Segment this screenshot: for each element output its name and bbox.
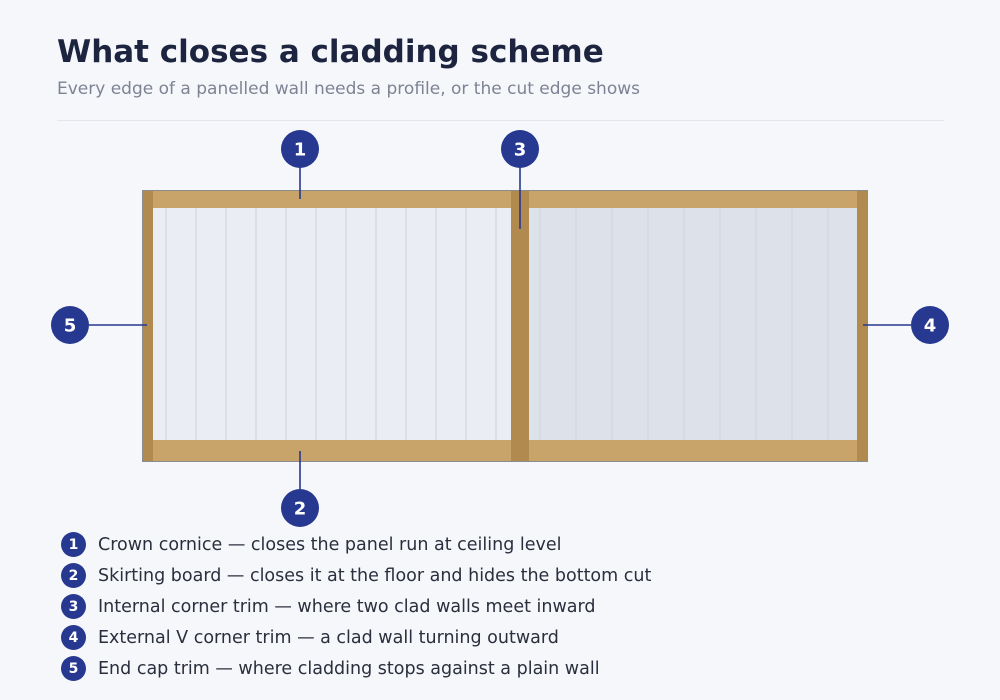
callout-badge-1: 1: [281, 130, 319, 168]
wall-panel-right: [529, 207, 857, 440]
legend-text: Crown cornice — closes the panel run at …: [98, 534, 562, 555]
legend-text: Skirting board — closes it at the floor …: [98, 565, 652, 586]
legend-item: 5 End cap trim — where cladding stops ag…: [61, 653, 651, 684]
callout-badge-4: 4: [911, 306, 949, 344]
crown-cornice: [142, 190, 868, 208]
callout-number-4: 4: [924, 316, 937, 337]
end-cap-trim: [142, 190, 153, 462]
wall-outline: [142, 190, 868, 462]
callout-number-2: 2: [294, 499, 307, 520]
legend-item: 1 Crown cornice — closes the panel run a…: [61, 529, 651, 560]
legend-text: External V corner trim — a clad wall tur…: [98, 627, 559, 648]
callout-badge-5: 5: [51, 306, 89, 344]
legend-item: 4 External V corner trim — a clad wall t…: [61, 622, 651, 653]
page-subtitle: Every edge of a panelled wall needs a pr…: [57, 79, 640, 99]
legend-number-badge: 5: [61, 656, 86, 681]
callout-badge-2: 2: [281, 489, 319, 527]
legend-number-badge: 2: [61, 563, 86, 588]
legend-text: End cap trim — where cladding stops agai…: [98, 658, 600, 679]
legend-number-badge: 1: [61, 532, 86, 557]
callout-badge-3: 3: [501, 130, 539, 168]
legend-list: 1 Crown cornice — closes the panel run a…: [61, 529, 651, 684]
callout-number-1: 1: [294, 140, 307, 161]
header-divider: [57, 120, 944, 121]
external-v-corner-trim: [857, 190, 868, 462]
skirting-board: [142, 440, 868, 462]
legend-item: 2 Skirting board — closes it at the floo…: [61, 560, 651, 591]
legend-text: Internal corner trim — where two clad wa…: [98, 596, 596, 617]
internal-corner-trim: [511, 190, 529, 462]
wall-panel-left: [153, 207, 511, 440]
legend-item: 3 Internal corner trim — where two clad …: [61, 591, 651, 622]
cladding-diagram: 1 2 3 4 5: [51, 130, 949, 527]
legend-number-badge: 3: [61, 594, 86, 619]
legend-number-badge: 4: [61, 625, 86, 650]
callout-number-5: 5: [64, 316, 77, 337]
panel-grooves: [165, 208, 829, 440]
callout-number-3: 3: [514, 140, 527, 161]
page-title: What closes a cladding scheme: [57, 34, 604, 70]
